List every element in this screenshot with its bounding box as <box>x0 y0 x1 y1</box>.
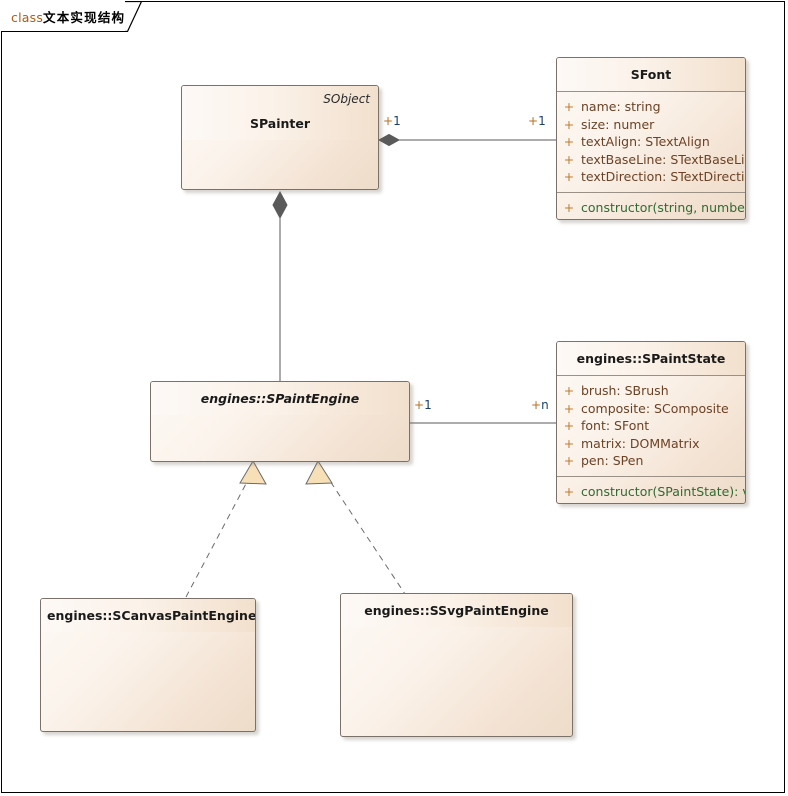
attribute-row: + matrix: DOMMatrix <box>557 435 745 453</box>
visibility-marker: + <box>563 116 575 132</box>
class-name-ssvgpaintengine: engines::SSvgPaintEngine <box>364 603 549 618</box>
multiplicity-engine-state-target: +n <box>531 398 549 412</box>
multiplicity-plus: + <box>531 398 542 412</box>
class-header-sfont: SFont <box>557 58 745 92</box>
relation-canvas-realization <box>185 460 267 598</box>
class-attributes-sfont: + name: string + size: numer + textAlign… <box>557 92 745 193</box>
attribute-row: + name: string <box>557 98 745 116</box>
multiplicity-plus: + <box>383 114 394 128</box>
multiplicity-value: 1 <box>424 398 432 412</box>
class-name-sfont: SFont <box>630 67 672 82</box>
class-name-spainter: SPainter <box>249 116 311 131</box>
diagram-frame-tab: class文本实现结构 <box>1 1 126 31</box>
attribute-text: pen: SPen <box>581 453 644 468</box>
class-box-spainter[interactable]: SObject SPainter <box>181 85 379 190</box>
multiplicity-engine-state-source: +1 <box>414 398 432 412</box>
class-stereotype-sobject: SObject <box>323 92 370 106</box>
attribute-text: textDirection: STextDirection <box>581 169 746 184</box>
attribute-row: + textDirection: STextDirection <box>557 168 745 186</box>
visibility-marker: + <box>563 453 575 468</box>
multiplicity-value: 1 <box>538 114 546 128</box>
visibility-marker: + <box>563 383 575 398</box>
multiplicity-plus: + <box>528 114 539 128</box>
class-header-spainter: SObject SPainter <box>182 86 378 140</box>
class-header-scanvaspaintengine: engines::SCanvasPaintEngine <box>41 599 255 632</box>
class-name-scanvaspaintengine: engines::SCanvasPaintEngine <box>47 608 256 623</box>
attribute-row: + textBaseLine: STextBaseLine <box>557 151 745 169</box>
visibility-marker: + <box>563 134 575 149</box>
class-name-spaintengine: engines::SPaintEngine <box>200 391 360 406</box>
multiplicity-value: n <box>541 398 549 412</box>
visibility-marker: + <box>563 169 575 184</box>
multiplicity-value: 1 <box>393 114 401 128</box>
relation-svg-realization <box>305 460 408 598</box>
multiplicity-painter-font-target: +1 <box>528 114 546 128</box>
method-row: + constructor(SPaintState): void <box>557 483 745 501</box>
multiplicity-plus: + <box>414 398 425 412</box>
frame-tab-name: 文本实现结构 <box>43 9 126 25</box>
attribute-row: + pen: SPen <box>557 452 745 470</box>
visibility-marker: + <box>563 99 575 114</box>
method-row: + constructor(string, number): void <box>557 199 745 217</box>
frame-tab-keyword: class <box>11 9 44 25</box>
attribute-text: brush: SBrush <box>581 383 669 398</box>
attribute-text: font: SFont <box>581 418 650 433</box>
class-methods-sfont: + constructor(string, number): void <box>557 193 745 220</box>
visibility-marker: + <box>563 400 575 416</box>
visibility-marker: + <box>563 199 575 215</box>
attribute-row: + font: SFont <box>557 417 745 435</box>
method-text: constructor(SPaintState): void <box>581 483 745 499</box>
class-header-spaintengine: engines::SPaintEngine <box>151 382 409 415</box>
attribute-text: textBaseLine: STextBaseLine <box>581 151 746 167</box>
class-box-spaintstate[interactable]: engines::SPaintState + brush: SBrush + c… <box>556 341 746 504</box>
attribute-text: matrix: DOMMatrix <box>581 435 700 451</box>
class-attributes-spaintstate: + brush: SBrush + composite: SComposite … <box>557 376 745 477</box>
class-header-ssvgpaintengine: engines::SSvgPaintEngine <box>341 594 572 627</box>
frame-tab-label: class文本实现结构 <box>11 7 125 26</box>
class-methods-spaintstate: + constructor(SPaintState): void <box>557 477 745 504</box>
multiplicity-painter-font-source: +1 <box>383 114 401 128</box>
relation-painter-engine <box>272 190 288 385</box>
class-box-ssvgpaintengine[interactable]: engines::SSvgPaintEngine <box>340 593 573 737</box>
attribute-row: + textAlign: STextAlign <box>557 133 745 151</box>
class-header-spaintstate: engines::SPaintState <box>557 342 745 376</box>
attribute-row: + composite: SComposite <box>557 400 745 418</box>
class-box-scanvaspaintengine[interactable]: engines::SCanvasPaintEngine <box>40 598 256 732</box>
attribute-text: name: string <box>581 99 661 114</box>
class-box-spaintengine[interactable]: engines::SPaintEngine <box>150 381 410 462</box>
attribute-text: textAlign: STextAlign <box>581 134 710 149</box>
attribute-row: + size: numer <box>557 116 745 134</box>
visibility-marker: + <box>563 151 575 167</box>
visibility-marker: + <box>563 418 575 433</box>
relation-painter-font <box>377 133 556 147</box>
method-text: constructor(string, number): void <box>581 199 745 215</box>
attribute-text: composite: SComposite <box>581 400 729 416</box>
visibility-marker: + <box>563 435 575 451</box>
class-box-sfont[interactable]: SFont + name: string + size: numer + tex… <box>556 57 746 220</box>
class-name-spaintstate: engines::SPaintState <box>576 351 726 366</box>
attribute-row: + brush: SBrush <box>557 382 745 400</box>
visibility-marker: + <box>563 483 575 499</box>
attribute-text: size: numer <box>581 116 655 132</box>
